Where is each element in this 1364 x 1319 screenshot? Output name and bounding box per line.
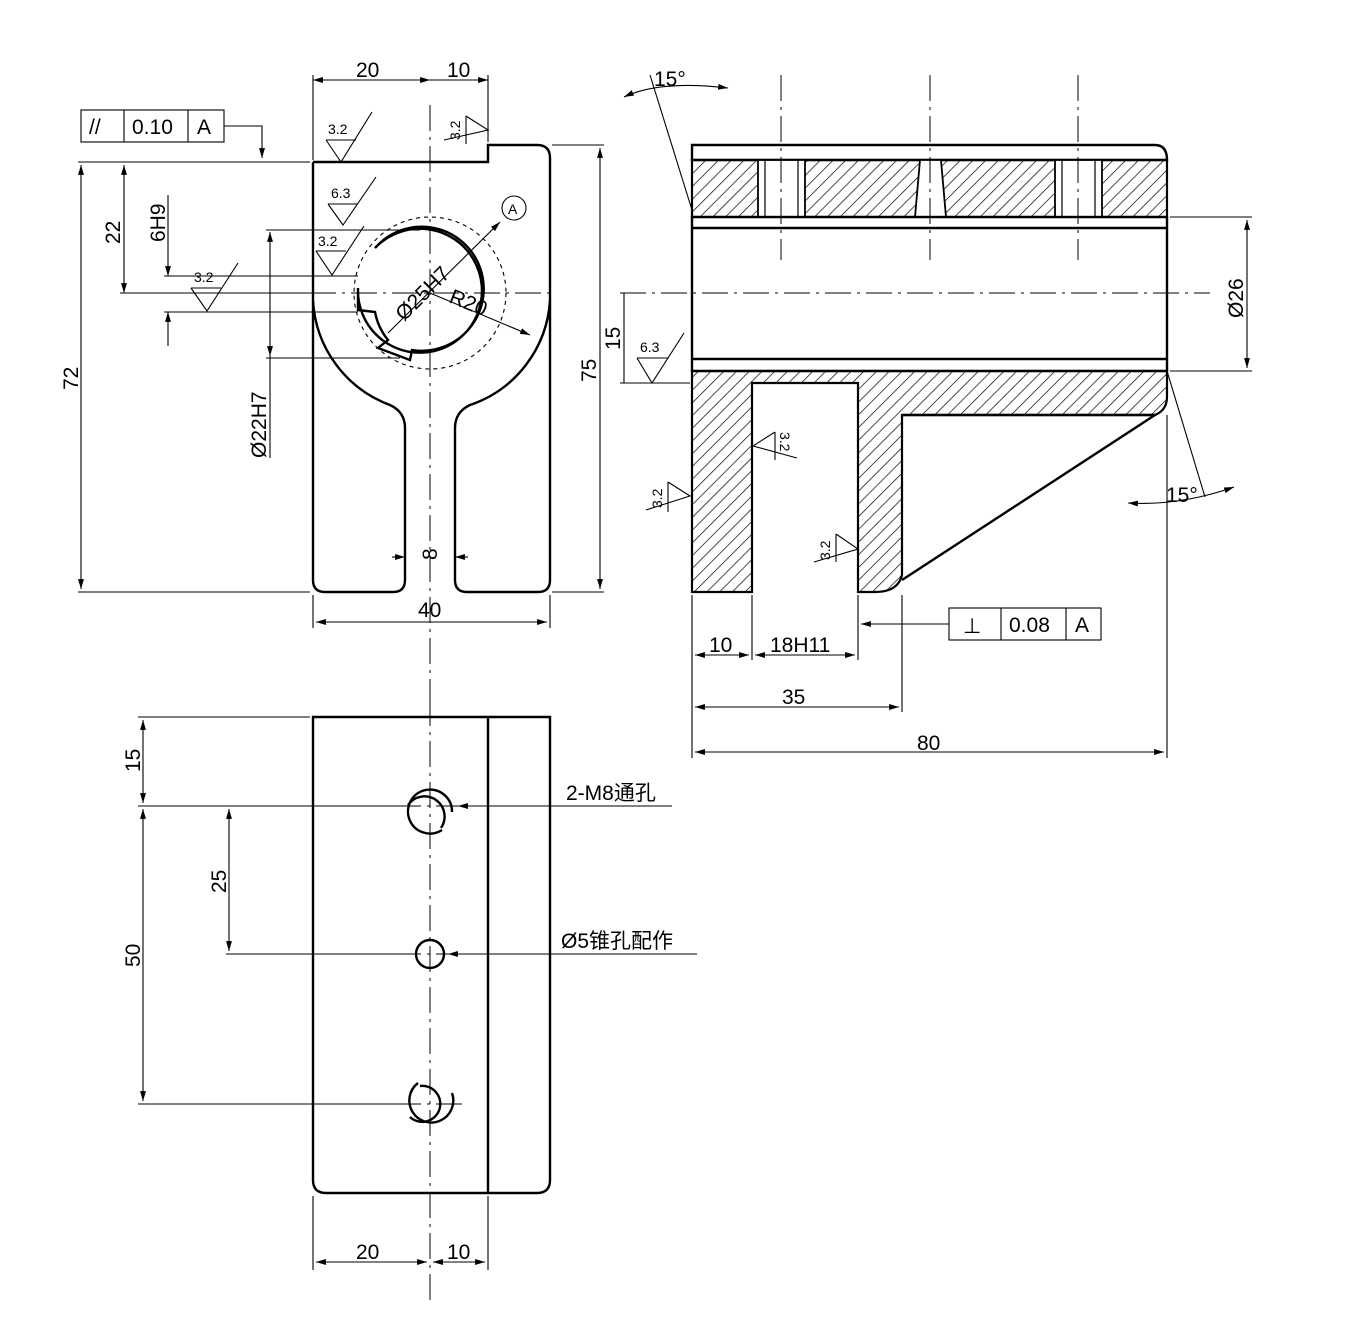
dim-front-base-40: 40 — [418, 599, 441, 622]
tolerance-perpendicular-datum: A — [1075, 614, 1089, 637]
dim-side-angle-top: 15° — [654, 68, 686, 91]
dim-bottom-pitch-50: 50 — [122, 944, 145, 967]
dim-bottom-edge-15: 15 — [122, 749, 145, 772]
dim-front-bore-25h7: Ø25H7 — [391, 262, 454, 325]
svg-text:6.3: 6.3 — [640, 339, 660, 355]
tolerance-parallel-value: 0.10 — [132, 116, 173, 139]
roughness-symbol: 6.3 — [327, 176, 377, 226]
roughness-symbol: 6.3 — [636, 332, 685, 385]
tolerance-perpendicular-symbol: ⊥ — [963, 615, 981, 638]
dim-side-bore-26: Ø26 — [1225, 278, 1248, 318]
dim-front-top-10: 10 — [447, 59, 470, 82]
tolerance-perpendicular-value: 0.08 — [1009, 614, 1050, 637]
note-pin-hole: Ø5锥孔配作 — [561, 930, 673, 953]
roughness-symbol: 3.2 — [443, 115, 490, 144]
svg-text:3.2: 3.2 — [817, 540, 833, 560]
svg-text:3.2: 3.2 — [447, 120, 463, 140]
bottom-view: 15 25 50 20 10 2-M8通孔 Ø5锥孔配作 — [122, 700, 697, 1300]
dim-bottom-width-10: 10 — [447, 1241, 470, 1264]
tolerance-parallel-symbol: // — [89, 116, 101, 139]
dim-side-height-15: 15 — [602, 327, 625, 350]
dim-side-total-80: 80 — [917, 732, 940, 755]
dim-front-height-75: 75 — [578, 359, 601, 382]
dim-side-wall-10: 10 — [709, 634, 732, 657]
datum-a-front: A — [508, 201, 518, 217]
svg-text:3.2: 3.2 — [777, 432, 793, 452]
dim-front-keyway-6h9: 6H9 — [147, 203, 170, 242]
dim-bottom-pitch-25: 25 — [208, 870, 231, 893]
roughness-symbol: 3.2 — [325, 111, 373, 164]
dim-front-height-72: 72 — [60, 367, 83, 390]
thread-hole-lower — [408, 1082, 455, 1124]
dim-side-total-35: 35 — [782, 686, 805, 709]
dim-front-top-20: 20 — [356, 59, 379, 82]
dim-front-slot-8: 8 — [419, 548, 442, 560]
tolerance-parallel-datum: A — [197, 116, 211, 139]
svg-text:6.3: 6.3 — [331, 185, 351, 201]
side-view: 15° Ø26 15 15° 10 18H11 35 80 ⊥ 0.08 — [602, 68, 1252, 758]
roughness-symbol: 3.2 — [645, 481, 692, 512]
dim-side-angle-bottom: 15° — [1166, 484, 1198, 507]
svg-text:3.2: 3.2 — [318, 233, 338, 249]
thread-hole-upper — [406, 788, 454, 835]
svg-text:3.2: 3.2 — [194, 269, 214, 285]
dim-front-offset-22: 22 — [102, 221, 125, 244]
roughness-symbol: 3.2 — [813, 533, 860, 563]
roughness-symbol: 3.2 — [751, 431, 798, 460]
svg-text:3.2: 3.2 — [649, 488, 665, 508]
dim-side-slot-18h11: 18H11 — [770, 634, 830, 657]
roughness-symbol: 3.2 — [315, 225, 365, 276]
svg-text:3.2: 3.2 — [328, 121, 348, 137]
dim-bottom-width-20: 20 — [356, 1241, 379, 1264]
front-view: 20 10 72 22 6H9 Ø22H7 Ø25H7 R20 A 75 — [60, 59, 604, 700]
dim-front-bore-22h7: Ø22H7 — [248, 391, 271, 458]
note-thread-holes: 2-M8通孔 — [566, 782, 656, 805]
roughness-symbol: 3.2 — [190, 262, 239, 312]
